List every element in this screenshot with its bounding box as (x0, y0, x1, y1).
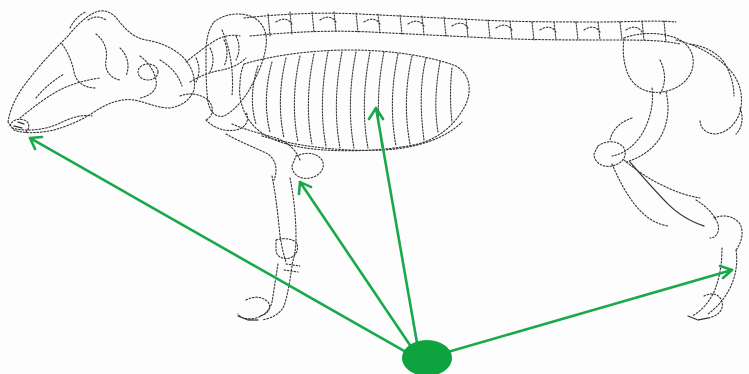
pointer-to-foreleg-joint (299, 182, 420, 360)
pointer-line-foreleg (300, 182, 420, 360)
hind-leg (594, 88, 742, 320)
front-leg (226, 124, 323, 320)
ribcage (240, 50, 470, 151)
tail (690, 44, 734, 96)
pointer-line-hind-foot (420, 270, 732, 360)
pointer-to-hind-foot (420, 266, 732, 360)
scapula (206, 14, 266, 131)
skull (8, 11, 195, 133)
pointer-to-jaw (30, 137, 420, 360)
pointer-arrows (30, 108, 732, 374)
pelvis (623, 34, 742, 135)
pointer-line-jaw (30, 138, 420, 360)
spine (244, 12, 680, 44)
skeleton-drawing (8, 11, 742, 320)
